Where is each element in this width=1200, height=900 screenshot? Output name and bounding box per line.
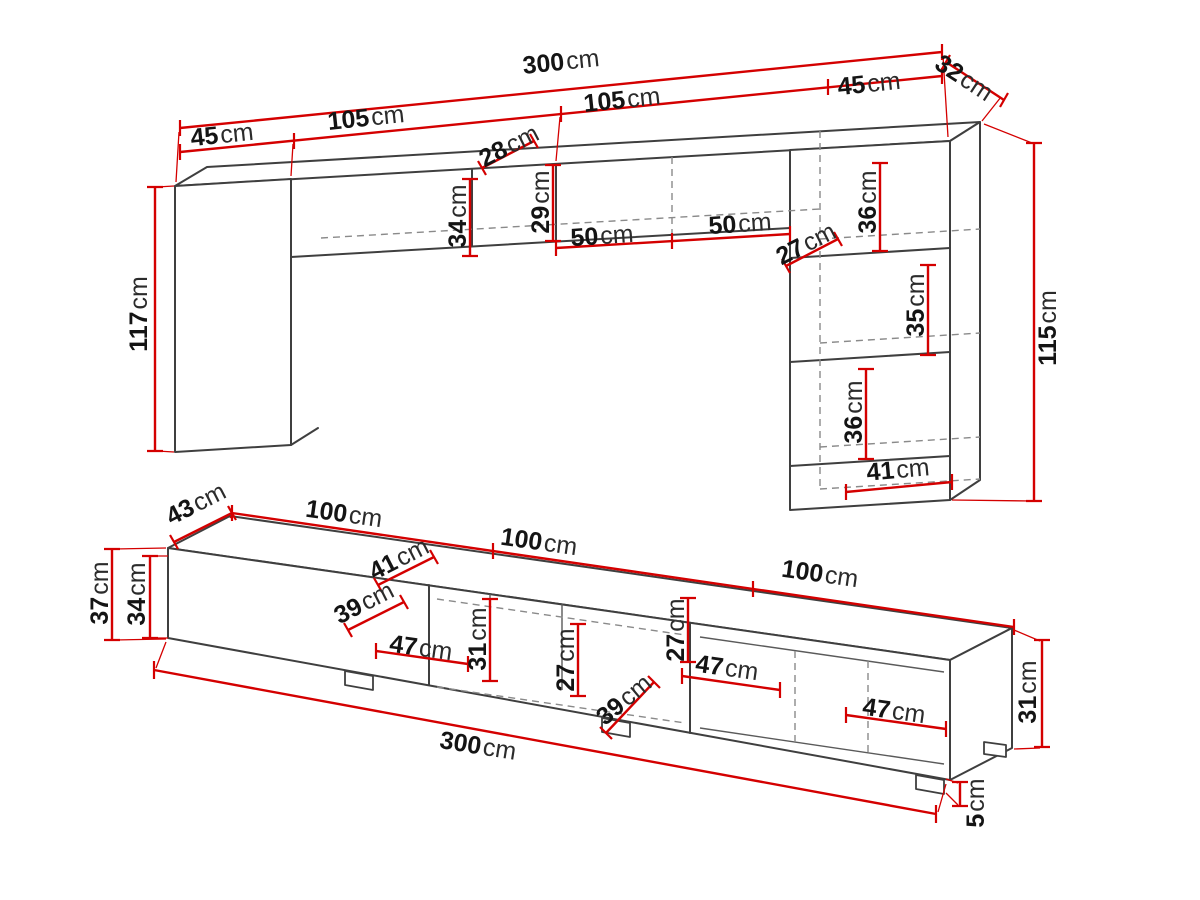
tv-stand-foot-1 [344,670,374,691]
dim-line-top-depth-32 [945,60,1005,102]
dim-comp-50-right: 50cm [708,208,773,240]
dim-stand-27-1: 27cm [552,628,580,691]
tv-stand-foot-4 [983,741,1007,758]
dim-stand-feet-5: 5cm [962,778,990,827]
dim-top-105-left: 105cm [326,100,406,136]
tv-stand-dimension-lines [104,505,1050,823]
tv-stand-dim-extensions [113,514,1041,813]
dim-stand-100-3: 100cm [780,555,860,593]
dim-stand-47-1: 47cm [388,630,454,667]
tv-stand-foot-3 [915,774,945,795]
dim-comp-50-left: 50cm [570,220,635,252]
dim-line-stand-39-left [347,600,405,632]
wall-unit-drawing [174,121,981,511]
dim-line-comp-27 [785,237,839,268]
dim-line-cab-depth-28 [481,139,535,170]
hanging-cabinets-bottom-edge [290,227,791,258]
dim-stand-31-right: 31cm [1014,660,1042,723]
dim-stand-47-3: 47cm [861,693,927,730]
dim-top-45-left: 45cm [189,118,255,152]
dim-stand-height-37: 37cm [86,561,114,624]
dim-right-height-115: 115cm [1034,290,1062,366]
tv-stand-drawing [167,515,1013,795]
dim-top-depth-32: 32cm [930,49,998,107]
dim-stand-100-1: 100cm [304,495,384,533]
dim-cab-height-29: 29cm [527,170,555,233]
dim-shelf-36-bottom: 36cm [840,380,868,443]
wall-unit-dim-extensions [156,55,1033,502]
dim-left-height-117: 117cm [125,276,153,352]
wall-unit-dim-ticks [147,44,1042,503]
dim-line-stand-total-300 [153,668,937,816]
left-tall-cabinet-front [174,178,292,453]
dim-top-total: 300cm [521,44,601,80]
tv-stand-foot-2 [601,717,631,738]
dim-line-stand-47-2 [681,674,781,692]
dim-cab-height-34: 34cm [444,184,472,247]
dim-line-stand-100s [231,511,1015,629]
dim-shelf-36-top: 36cm [854,170,882,233]
dim-line-shelf-41 [845,480,953,494]
wall-unit-dimension-labels: 300cm 45cm 105cm 105cm 45cm 32cm 28cm 34… [125,44,1062,487]
dim-line-stand-depth-43 [173,511,233,544]
dim-line-stand-47-3 [845,713,947,731]
left-cabinet-bottom-edge [290,427,319,446]
dim-shelf-41: 41cm [865,453,930,486]
dim-stand-47-2: 47cm [694,650,760,687]
dim-stand-total-300: 300cm [438,726,518,766]
tv-stand-side-face [949,627,1013,781]
dim-stand-31-inner: 31cm [464,607,492,670]
dim-line-top-total [179,50,943,130]
dim-line-stand-47-1 [375,649,469,666]
tv-stand-hidden-edges [436,598,869,753]
dim-stand-height-34: 34cm [123,562,151,625]
dim-shelf-35: 35cm [902,273,930,336]
shelf-lines [789,247,951,467]
dim-top-105-right: 105cm [582,82,662,118]
dim-top-45-right: 45cm [836,67,902,101]
right-shelf-unit-side [949,121,981,501]
tv-stand-dim-ticks [104,505,1050,823]
dim-line-stand-39-right [605,681,655,734]
dim-line-stand-41 [377,555,435,587]
wall-unit-dimension-lines [147,44,1042,503]
dim-stand-27-2: 27cm [662,598,690,661]
dim-stand-100-2: 100cm [499,523,579,561]
